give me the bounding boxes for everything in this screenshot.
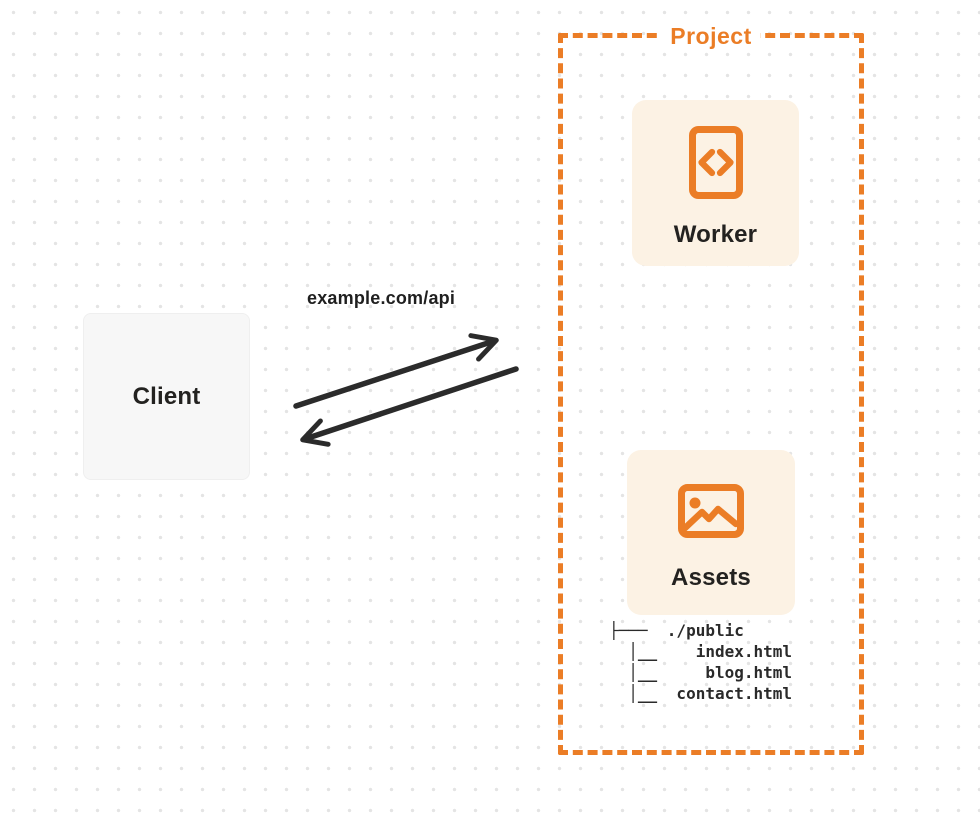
file-tree: ├─── ./public │__ index.html │__ blog.ht… [609, 621, 793, 703]
assets-label: Assets [671, 564, 751, 591]
worker-node: Worker [632, 100, 799, 266]
project-boundary: Project [558, 21, 864, 755]
request-arrow-forward [293, 333, 499, 409]
project-label: Project [661, 21, 761, 51]
client-node: Client [83, 313, 250, 480]
image-icon [678, 484, 744, 538]
client-label: Client [132, 382, 201, 410]
code-file-icon [688, 126, 743, 199]
request-arrow-back [300, 366, 519, 447]
worker-label: Worker [673, 221, 758, 248]
request-url-label: example.com/api [307, 288, 456, 308]
assets-node: Assets [627, 450, 795, 615]
